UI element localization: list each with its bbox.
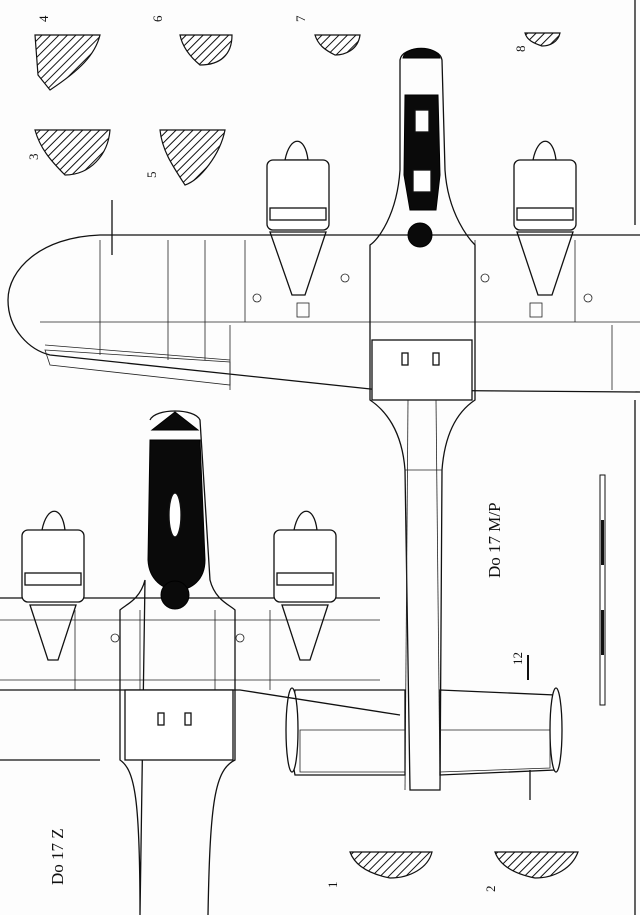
cross-sections	[34, 32, 579, 879]
section-4	[34, 34, 101, 91]
scale-bar	[599, 474, 606, 706]
section-number: 12	[510, 652, 525, 665]
section-6	[179, 34, 233, 66]
section-3	[34, 129, 111, 176]
section-number: 4	[36, 15, 51, 22]
engine-nacelle-left	[266, 140, 330, 318]
nose-glazing	[402, 47, 441, 59]
engine-nacelle-left	[21, 510, 85, 661]
section-number: 5	[144, 172, 159, 179]
fuselage-outline	[119, 410, 236, 915]
section-8	[524, 32, 561, 47]
engine-nacelle-right	[273, 510, 337, 661]
section-number: 2	[483, 886, 498, 893]
section-number: 6	[150, 15, 165, 22]
aircraft-do17mp	[7, 47, 640, 791]
engine-nacelle-right	[513, 140, 577, 318]
aircraft-do17z	[0, 410, 401, 915]
gun-turret	[407, 222, 433, 248]
stabilizer-right	[439, 689, 561, 776]
fuselage-outline	[369, 48, 476, 791]
section-number: 1	[325, 882, 340, 889]
aileron	[44, 349, 231, 386]
label-do17mp: Do 17 M/P	[485, 502, 504, 578]
label-do17z: Do 17 Z	[48, 828, 67, 885]
nose-glazing	[150, 411, 200, 431]
section-number: 8	[513, 46, 528, 53]
wing-outline	[7, 234, 640, 393]
section-2	[494, 851, 579, 879]
stabilizer-left	[290, 689, 406, 776]
section-7	[314, 34, 361, 56]
gun-turret	[160, 580, 190, 610]
section-5	[159, 129, 226, 186]
section-number: 3	[26, 154, 41, 161]
section-number: 7	[293, 15, 308, 22]
section-1	[349, 851, 433, 879]
